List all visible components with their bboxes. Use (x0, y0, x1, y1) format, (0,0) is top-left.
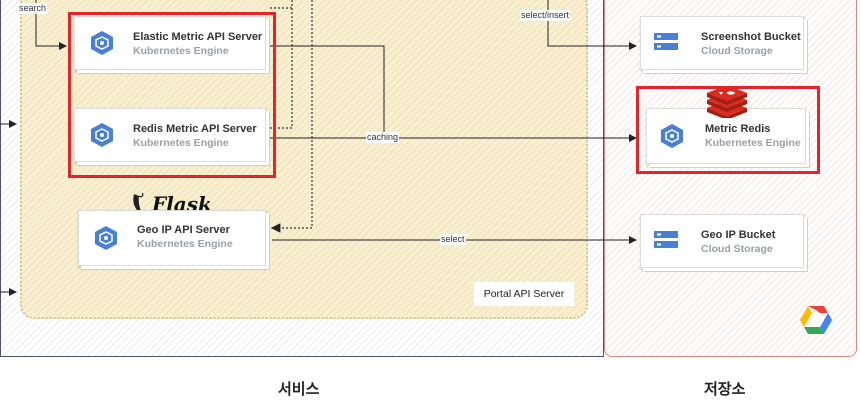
edge-dotted-1 (270, 0, 293, 9)
card-subtitle: Cloud Storage (701, 45, 773, 57)
kubernetes-engine-icon (95, 226, 117, 250)
flask-horn-icon (133, 192, 144, 216)
redis-metric-api-server-card[interactable]: Redis Metric API Server Kubernetes Engin… (74, 108, 266, 162)
edge-dotted-2 (270, 8, 293, 129)
card-title: Redis Metric API Server (133, 123, 257, 135)
portal-api-server-label: Portal API Server (474, 282, 574, 306)
services-caption: 서비스 (278, 380, 320, 398)
metric-redis-card[interactable]: Metric Redis Kubernetes Engine (646, 108, 806, 164)
card-subtitle: Cloud Storage (701, 243, 773, 255)
edge-dotted-3 (270, 0, 313, 233)
card-subtitle: Kubernetes Engine (133, 45, 229, 57)
screenshot-bucket-card[interactable]: Screenshot Bucket Cloud Storage (640, 16, 804, 70)
kubernetes-engine-icon (91, 123, 113, 147)
highlight-box-services (68, 12, 276, 178)
kubernetes-engine-icon (661, 124, 683, 148)
geo-ip-bucket-card[interactable]: Geo IP Bucket Cloud Storage (640, 214, 804, 268)
redis-logo-icon (707, 88, 747, 118)
google-cloud-icon (800, 306, 832, 334)
cloud-storage-icon (654, 33, 678, 50)
edge-search (35, 0, 67, 50)
card-subtitle: Kubernetes Engine (133, 137, 229, 149)
edge-label-select-insert: select/insert (520, 10, 571, 21)
edge-elastic-out (270, 45, 385, 138)
cloud-storage-icon (654, 231, 678, 248)
card-title: Geo IP API Server (137, 224, 230, 236)
edge-select-insert (547, 0, 637, 50)
geo-ip-api-server-card[interactable]: Geo IP API Server Kubernetes Engine (78, 210, 266, 266)
card-title: Metric Redis (705, 123, 771, 135)
card-title: Geo IP Bucket (701, 229, 776, 241)
edge-label-select: select (440, 234, 466, 245)
elastic-metric-api-server-card[interactable]: Elastic Metric API Server Kubernetes Eng… (74, 16, 266, 70)
edge-label-caching: caching (366, 132, 400, 143)
edge-label-search: search (18, 3, 48, 14)
card-title: Elastic Metric API Server (133, 31, 263, 43)
kubernetes-engine-icon (91, 31, 113, 55)
card-title: Screenshot Bucket (701, 31, 801, 43)
storage-caption: 저장소 (704, 380, 746, 398)
card-subtitle: Kubernetes Engine (705, 137, 801, 149)
card-subtitle: Kubernetes Engine (137, 238, 233, 250)
